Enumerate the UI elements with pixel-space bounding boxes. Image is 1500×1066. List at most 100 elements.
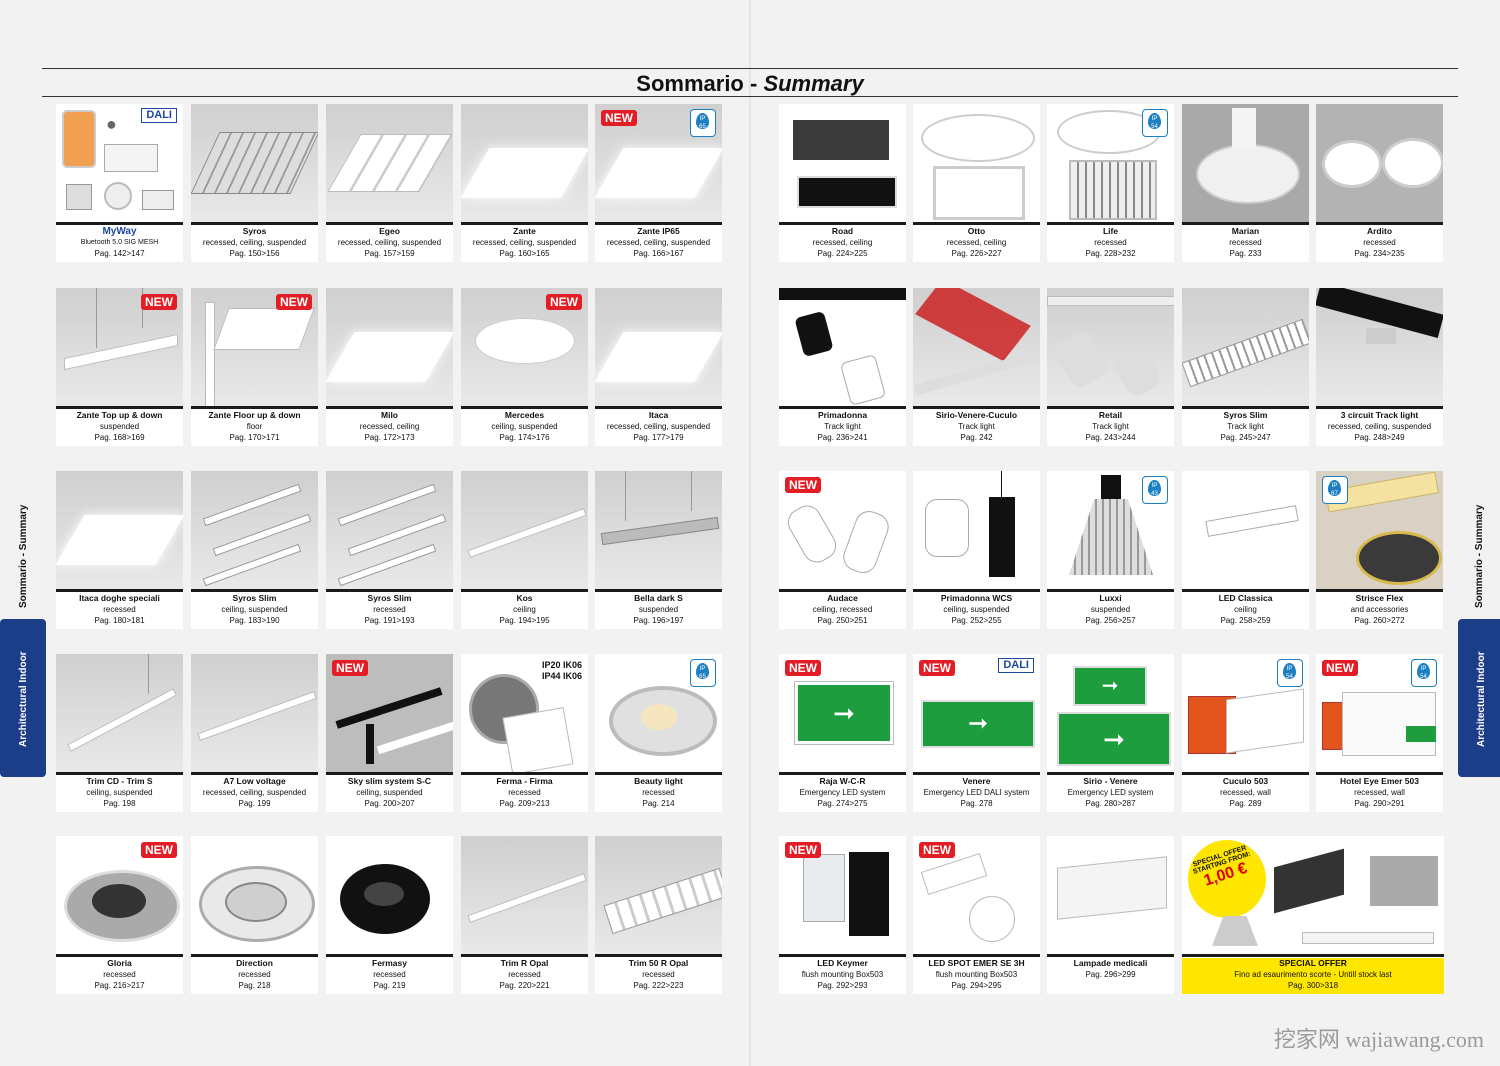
- product-mounting: recessed, ceiling, suspended: [472, 238, 577, 247]
- product-mounting: suspended: [638, 605, 679, 614]
- caption-divider: [191, 954, 318, 957]
- product-mounting: Track light: [824, 422, 861, 431]
- product-image: [1182, 104, 1309, 222]
- product-name: Fermasy: [372, 958, 407, 968]
- module-icon: [142, 190, 174, 210]
- product-page: Pag. 243>244: [1085, 433, 1136, 442]
- product-card[interactable]: 3 circuit Track light recessed, ceiling, …: [1316, 288, 1443, 446]
- product-mounting: ceiling, suspended: [356, 788, 423, 797]
- product-mounting: ceiling, suspended: [943, 605, 1010, 614]
- product-mounting: floor: [246, 422, 263, 431]
- product-name: Audace: [827, 593, 858, 603]
- product-page: Pag. 300>318: [1287, 981, 1339, 990]
- section-tab-left[interactable]: Architectural Indoor: [0, 619, 46, 777]
- product-image: [461, 104, 588, 222]
- product-mounting: recessed, ceiling, suspended: [1327, 422, 1432, 431]
- product-image: [1316, 288, 1443, 406]
- linear-luminaire: [197, 691, 317, 741]
- product-mounting: and accessories: [1350, 605, 1409, 614]
- section-tab-right[interactable]: Architectural Indoor: [1458, 619, 1500, 777]
- spot-head: [969, 896, 1015, 942]
- keymer-module: [803, 854, 845, 922]
- product-page: Pag. 160>165: [499, 249, 550, 258]
- product-page: Pag. 183>190: [229, 616, 280, 625]
- new-badge: NEW: [1322, 660, 1358, 676]
- product-image: NEW: [779, 836, 906, 954]
- product-mounting: recessed: [642, 788, 675, 797]
- product-mounting: recessed: [1229, 238, 1262, 247]
- new-badge: NEW: [785, 842, 821, 858]
- ip65-icon: IP 65: [690, 109, 716, 137]
- product-image: NEW: [56, 836, 183, 954]
- caption-divider: [1316, 406, 1443, 409]
- product-mounting: ceiling: [1234, 605, 1257, 614]
- product-name: 3 circuit Track light: [1340, 410, 1419, 420]
- product-image: [461, 471, 588, 589]
- downlight-icon: [104, 182, 132, 210]
- product-image: [326, 288, 453, 406]
- medical-lamp: [1057, 856, 1167, 920]
- caption-divider: [595, 589, 722, 592]
- title-separator: -: [743, 71, 764, 96]
- product-name: Syros: [242, 226, 267, 236]
- caption-divider: [913, 589, 1040, 592]
- product-mounting: Emergency LED DALI system: [923, 788, 1030, 797]
